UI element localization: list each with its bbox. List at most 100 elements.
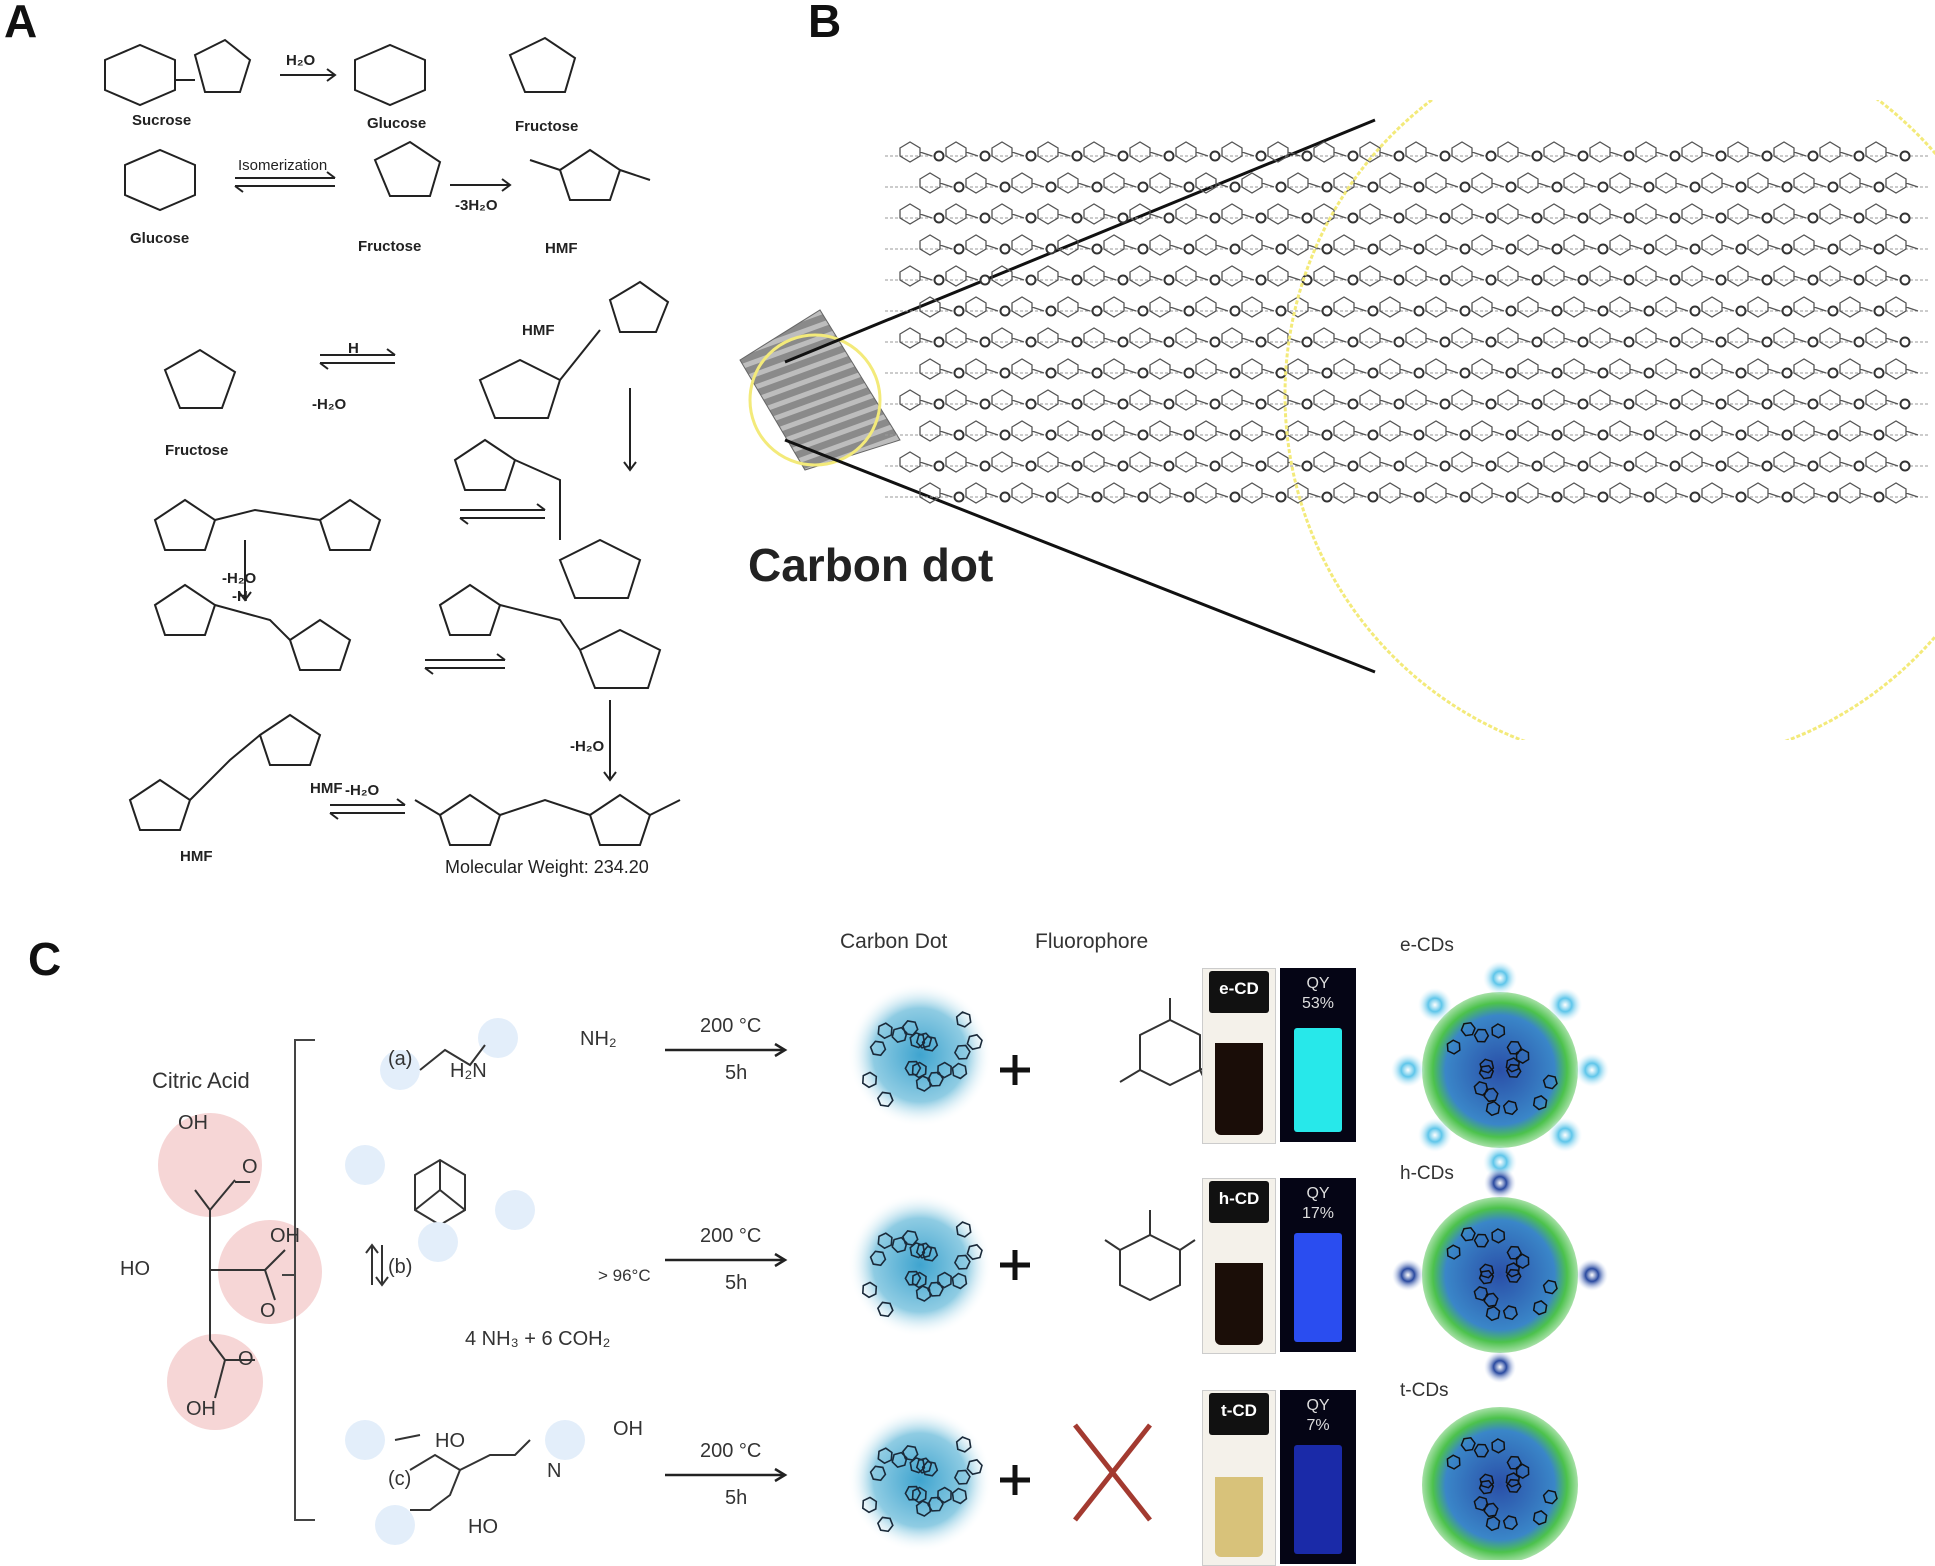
oxygen-atom: [1485, 336, 1497, 348]
oxygen-atom: [1071, 212, 1083, 224]
graphitic-ring: [1506, 1455, 1523, 1470]
graphitic-ring: [927, 1071, 944, 1087]
oxygen-atom: [999, 491, 1011, 503]
cd-type-e: e-CDs: [1400, 935, 1454, 956]
oxygen-atom: [1715, 274, 1727, 286]
graphitic-ring: [1446, 1244, 1461, 1260]
graphitic-ring: [921, 1245, 939, 1262]
oxygen-atom: [1485, 274, 1497, 286]
oxygen-atom: [1873, 181, 1885, 193]
oxygen-atom: [1505, 305, 1517, 317]
oxygen-atom: [1347, 150, 1359, 162]
panel-letter-c: C: [28, 933, 62, 985]
oxygen-atom: [1669, 460, 1681, 472]
oxygen-atom: [1091, 491, 1103, 503]
oxygen-atom: [1367, 367, 1379, 379]
qy-value: 7%: [1306, 1417, 1330, 1434]
cond-c-time: 5h: [725, 1487, 748, 1509]
h-cd-particle: [1422, 1197, 1578, 1353]
graphitic-ring: [1473, 1080, 1489, 1097]
oxygen-atom: [1873, 367, 1885, 379]
graphitic-ring: [877, 1447, 893, 1465]
fluorophore-glow: [1548, 1118, 1583, 1153]
oxygen-atom: [1485, 150, 1497, 162]
graphitic-ring: [909, 1031, 926, 1049]
oxygen-atom: [1045, 491, 1057, 503]
oxygen-atom: [1505, 367, 1517, 379]
oxygen-atom: [953, 491, 965, 503]
oxygen-atom: [1623, 274, 1635, 286]
cond-a-time: 5h: [725, 1062, 748, 1084]
cond-a-temp: 200 °C: [700, 1015, 762, 1037]
label-sucrose: Sucrose: [132, 112, 192, 129]
qy-label: QY: [1306, 975, 1330, 992]
oxygen-atom: [1413, 491, 1425, 503]
oxygen-atom: [1715, 460, 1727, 472]
fluorophore-glow: [1484, 1167, 1516, 1199]
oxygen-atom: [1183, 429, 1195, 441]
oxygen-atom: [1577, 150, 1589, 162]
oxygen-atom: [1209, 336, 1221, 348]
oxygen-atom: [1117, 460, 1129, 472]
graphitic-ring: [915, 1242, 933, 1259]
oxygen-atom: [1413, 305, 1425, 317]
oxygen-atom: [1209, 398, 1221, 410]
graphitic-ring: [955, 1436, 972, 1453]
oxygen-atom: [1485, 398, 1497, 410]
graphitic-ring: [966, 1243, 983, 1261]
oxygen-atom: [1459, 181, 1471, 193]
oxygen-atom: [1393, 336, 1405, 348]
oxygen-atom: [1827, 491, 1839, 503]
oxygen-atom: [1071, 274, 1083, 286]
oxygen-atom: [999, 181, 1011, 193]
oxygen-atom: [1577, 398, 1589, 410]
oxygen-atom: [1301, 460, 1313, 472]
oxygen-atom: [933, 398, 945, 410]
carbon-dot-spheres: [848, 983, 992, 1552]
oxygen-atom: [1807, 460, 1819, 472]
lamella-chain: [919, 296, 1919, 318]
lamellar-structure: [885, 141, 1930, 504]
graphitic-ring: [955, 1221, 972, 1238]
oxygen-atom: [1531, 150, 1543, 162]
oxygen-atom: [1163, 398, 1175, 410]
vial-label: h-CD: [1218, 1189, 1260, 1208]
oxygen-atom: [1485, 460, 1497, 472]
fluorophore-glow: [1392, 1259, 1424, 1291]
oxygen-atom: [1229, 367, 1241, 379]
oxygen-atom: [1255, 398, 1267, 410]
header-fluorophore: Fluorophore: [1035, 930, 1149, 953]
graphitic-ring: [1542, 1279, 1558, 1295]
oxygen-atom: [1669, 336, 1681, 348]
graphitic-ring: [876, 1301, 894, 1318]
oxygen-atom: [1899, 460, 1911, 472]
oxygen-atom: [933, 150, 945, 162]
oxygen-atom: [1689, 491, 1701, 503]
graphitic-ring: [927, 1281, 944, 1297]
graphitic-ring: [891, 1236, 908, 1253]
oxygen-atom: [1229, 305, 1241, 317]
oxygen-atom: [1091, 367, 1103, 379]
oxygen-atom: [1761, 150, 1773, 162]
header-carbon-dot: Carbon Dot: [840, 930, 948, 953]
oxygen-atom: [1761, 212, 1773, 224]
graphitic-ring: [1505, 1057, 1521, 1073]
oxygen-atom: [1229, 429, 1241, 441]
graphitic-ring: [937, 1271, 952, 1289]
graphitic-ring: [937, 1486, 952, 1504]
oxygen-atom: [1183, 243, 1195, 255]
oxygen-atom: [1689, 367, 1701, 379]
branch-c: (c): [388, 1468, 412, 1490]
oxygen-atom: [1163, 460, 1175, 472]
oxygen-atom: [1597, 243, 1609, 255]
oxygen-atom: [1183, 305, 1195, 317]
cd-type-illustrations: [1391, 961, 1609, 1560]
oxygen-atom: [1439, 150, 1451, 162]
graphitic-ring: [915, 1032, 933, 1049]
oxygen-atom: [1255, 212, 1267, 224]
oxygen-atom: [1393, 274, 1405, 286]
label-hmf-4: HMF: [180, 848, 213, 865]
fluorophore-glow: [1391, 1053, 1425, 1087]
oxygen-atom: [1643, 181, 1655, 193]
oxygen-atom: [999, 429, 1011, 441]
